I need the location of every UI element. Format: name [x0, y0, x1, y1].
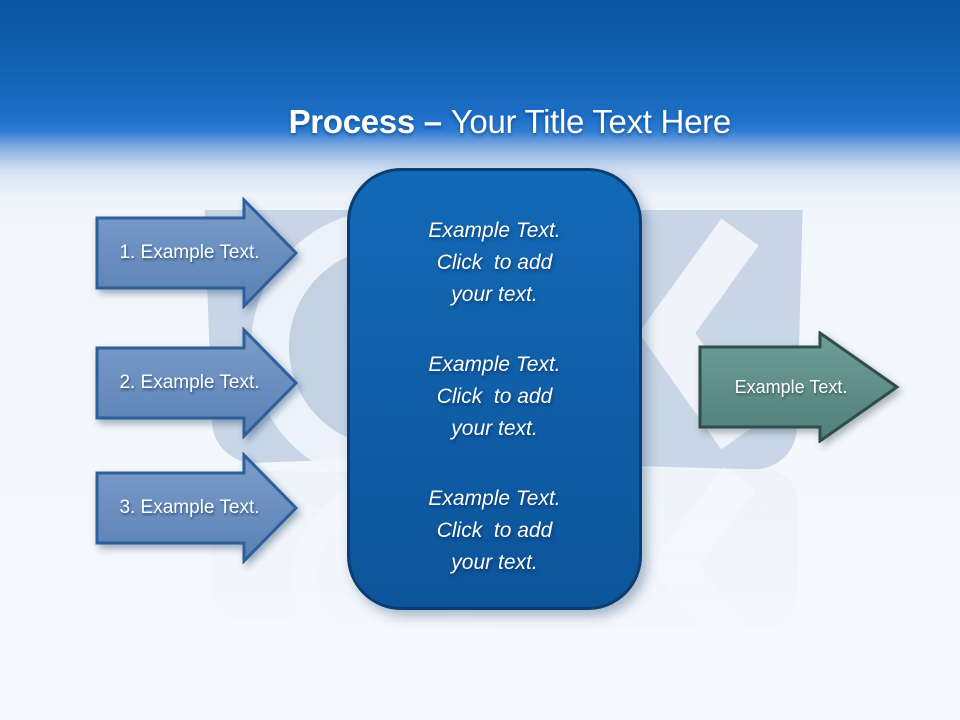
panel-line: Click to add	[436, 519, 553, 542]
panel-line: your text.	[451, 551, 538, 574]
title-rest-text: Your Title Text Here	[450, 103, 731, 140]
output-arrow-label: Example Text.	[734, 376, 848, 397]
panel-text-block[interactable]: Example Text. Click to add your text.	[428, 349, 560, 445]
panel-line: Click to add	[436, 251, 553, 274]
output-arrow[interactable]: Example Text.	[698, 331, 900, 443]
panel-line: your text.	[451, 417, 538, 440]
content-panel[interactable]: Example Text. Click to add your text. Ex…	[347, 168, 642, 610]
panel-line: your text.	[451, 283, 538, 306]
right-arrow-shape	[95, 452, 299, 564]
step-arrow-2[interactable]: 2. Example Text.	[95, 327, 300, 439]
right-arrow-shape	[95, 327, 299, 439]
panel-text-block[interactable]: Example Text. Click to add your text.	[428, 215, 560, 311]
step-arrow-1[interactable]: 1. Example Text.	[95, 197, 300, 309]
right-arrow-shape	[95, 197, 299, 309]
panel-text-block[interactable]: Example Text. Click to add your text.	[428, 483, 560, 579]
step-arrow-3[interactable]: 3. Example Text.	[95, 452, 300, 564]
panel-line: Example Text.	[428, 219, 561, 242]
step-arrow-label: 1. Example Text.	[119, 242, 260, 263]
slide-title[interactable]: Process – Your Title Text Here	[0, 50, 960, 140]
right-arrow-shape	[698, 331, 900, 443]
title-bold-text: Process –	[288, 103, 451, 140]
step-arrow-label: 3. Example Text.	[119, 497, 260, 518]
step-arrow-label: 2. Example Text.	[119, 372, 260, 393]
panel-line: Example Text.	[428, 487, 561, 510]
panel-line: Click to add	[436, 385, 553, 408]
panel-line: Example Text.	[428, 353, 561, 376]
